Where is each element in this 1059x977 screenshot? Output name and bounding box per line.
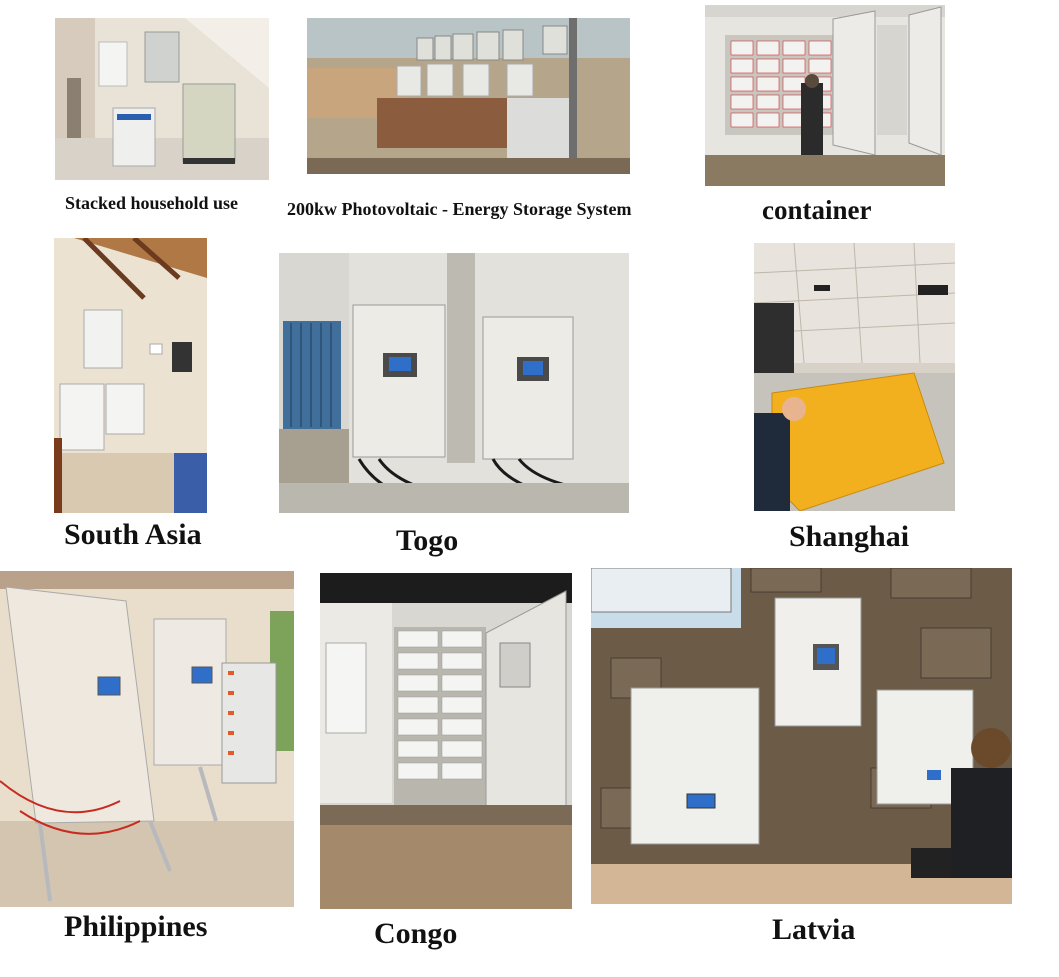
caption-stacked-household: Stacked household use bbox=[65, 193, 239, 213]
photo-philippines bbox=[0, 571, 294, 907]
caption-container: container bbox=[762, 195, 872, 225]
caption-shanghai: Shanghai bbox=[789, 520, 910, 553]
photo-south-asia bbox=[54, 238, 207, 513]
caption-latvia: Latvia bbox=[772, 913, 856, 946]
photo-latvia bbox=[591, 568, 1012, 904]
photo-200kw-pv-storage bbox=[307, 18, 630, 174]
photo-togo bbox=[279, 253, 629, 513]
photo-shanghai bbox=[754, 243, 955, 511]
caption-philippines: Philippines bbox=[64, 910, 208, 943]
caption-200kw-pv-storage: 200kw Photovoltaic - Energy Storage Syst… bbox=[287, 199, 632, 219]
caption-congo: Congo bbox=[374, 917, 458, 950]
photo-stacked-household bbox=[55, 18, 269, 180]
photo-container bbox=[705, 5, 945, 186]
caption-togo: Togo bbox=[396, 524, 459, 557]
caption-south-asia: South Asia bbox=[64, 518, 202, 551]
photo-congo bbox=[320, 573, 572, 909]
